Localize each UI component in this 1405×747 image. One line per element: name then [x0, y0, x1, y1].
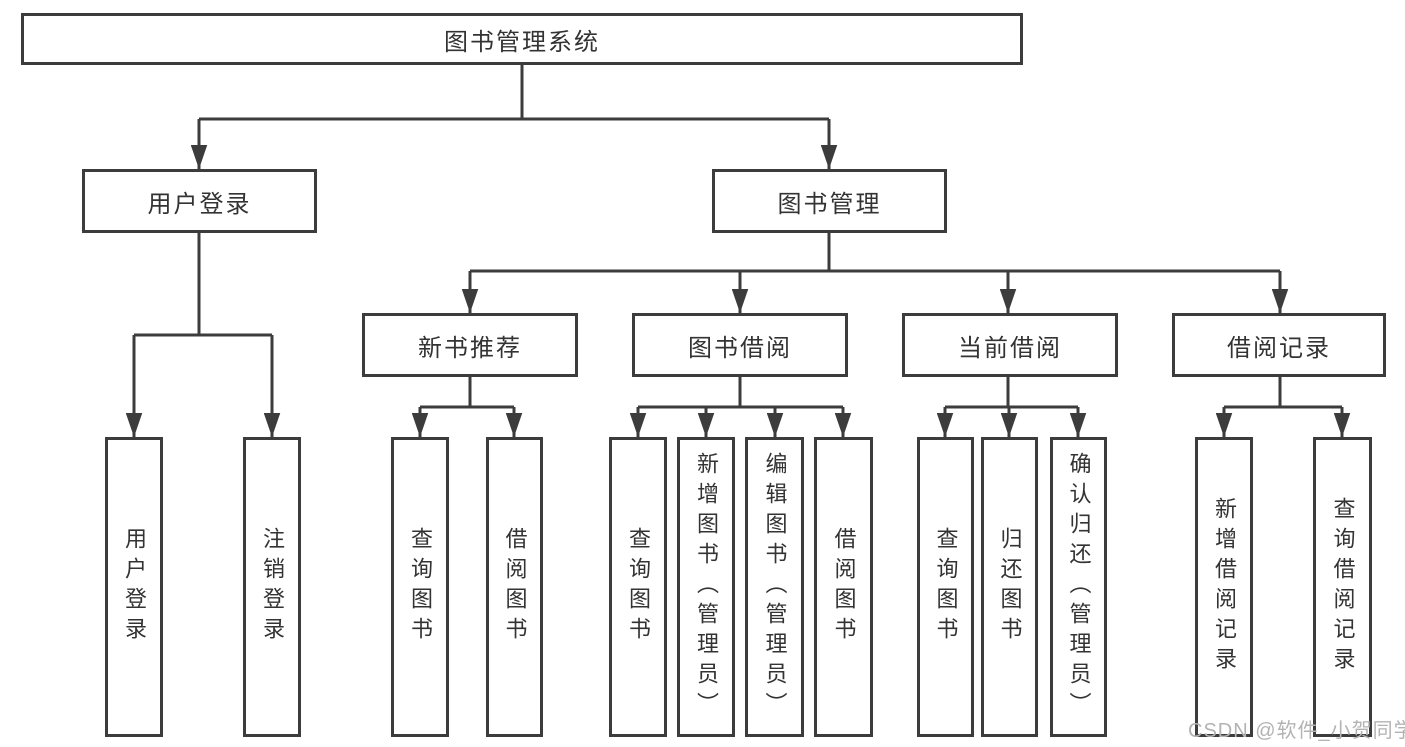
leaf-newbook-borrow-books-label: 借阅图书	[502, 527, 528, 647]
leaf-logout: 注销登录	[243, 437, 301, 737]
leaf-current-return-books: 归还图书	[981, 437, 1038, 737]
leaf-user-login-label: 用户登录	[122, 527, 147, 647]
leaf-borrow-query-books-label: 查询图书	[626, 527, 651, 647]
leaf-newbook-query-books-label: 查询图书	[408, 527, 433, 647]
node-borrow-record: 借阅记录	[1172, 313, 1386, 377]
leaf-newbook-borrow-books: 借阅图书	[486, 437, 543, 737]
csdn-watermark: CSDN @软件_小贺同学	[1188, 720, 1405, 742]
leaf-current-confirm-return-admin: 确认归还（管理员）	[1050, 437, 1107, 737]
node-book-management: 图书管理	[712, 169, 947, 233]
leaf-current-return-books-label: 归还图书	[997, 527, 1023, 647]
leaf-borrow-query-books: 查询图书	[609, 437, 667, 737]
leaf-record-query-borrow-record-label: 查询借阅记录	[1330, 497, 1356, 677]
node-user-login: 用户登录	[82, 169, 317, 233]
leaf-user-login: 用户登录	[105, 437, 163, 737]
leaf-current-query-books: 查询图书	[917, 437, 974, 737]
node-new-book-recommend: 新书推荐	[362, 313, 578, 377]
node-library-management-system: 图书管理系统	[21, 13, 1023, 65]
leaf-borrow-edit-book-admin-label: 编辑图书（管理员）	[762, 452, 788, 722]
leaf-logout-label: 注销登录	[260, 527, 285, 647]
leaf-record-add-borrow-record: 新增借阅记录	[1195, 437, 1253, 737]
leaf-borrow-borrow-books-label: 借阅图书	[831, 527, 857, 647]
node-current-borrow: 当前借阅	[902, 313, 1118, 377]
node-book-borrow: 图书借阅	[632, 313, 848, 377]
leaf-borrow-borrow-books: 借阅图书	[814, 437, 873, 737]
leaf-record-add-borrow-record-label: 新增借阅记录	[1212, 497, 1237, 677]
leaf-record-query-borrow-record: 查询借阅记录	[1313, 437, 1372, 737]
leaf-borrow-add-book-admin-label: 新增图书（管理员）	[694, 452, 719, 722]
leaf-borrow-add-book-admin: 新增图书（管理员）	[677, 437, 735, 737]
leaf-borrow-edit-book-admin: 编辑图书（管理员）	[745, 437, 804, 737]
leaf-current-query-books-label: 查询图书	[933, 527, 959, 647]
leaf-newbook-query-books: 查询图书	[391, 437, 449, 737]
leaf-current-confirm-return-admin-label: 确认归还（管理员）	[1066, 452, 1092, 722]
